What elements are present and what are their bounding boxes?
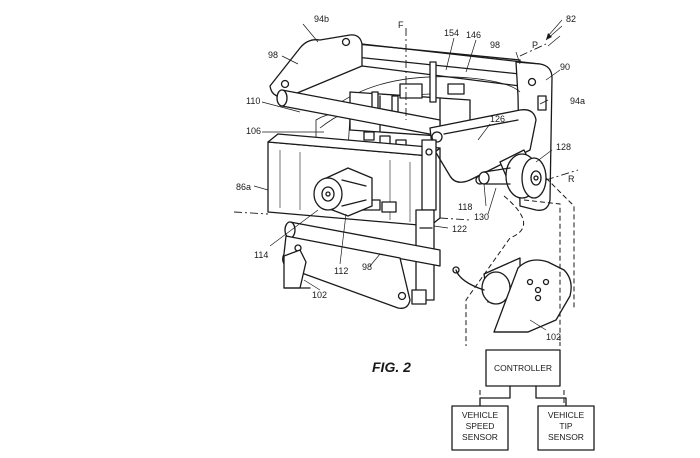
axis-letter-p: P bbox=[532, 40, 538, 50]
axis-letters: F P R bbox=[398, 20, 575, 184]
numeral-98-top-left: 98 bbox=[268, 50, 278, 60]
numeral-102-right: 102 bbox=[546, 332, 561, 342]
numeral-82: 82 bbox=[566, 14, 576, 24]
sensor-line: SENSOR bbox=[548, 432, 584, 442]
controller-label: CONTROLLER bbox=[494, 363, 552, 373]
numeral-154: 154 bbox=[444, 28, 459, 38]
axis-lines bbox=[233, 28, 579, 221]
link-arm bbox=[429, 109, 537, 185]
numeral-118: 118 bbox=[458, 202, 472, 212]
wiring bbox=[465, 177, 575, 408]
sensor-line: VEHICLE bbox=[462, 410, 499, 420]
numeral-98-bottom: 98 bbox=[362, 262, 372, 272]
sensor-line: VEHICLE bbox=[548, 410, 585, 420]
numeral-94a: 94a bbox=[570, 96, 585, 106]
controller-box bbox=[485, 349, 561, 387]
vehicle-speed-sensor: VEHICLE SPEED SENSOR bbox=[451, 405, 509, 451]
motor-114 bbox=[313, 167, 373, 217]
numeral-114: 114 bbox=[254, 250, 268, 260]
reference-arrow-82 bbox=[545, 25, 563, 41]
vehicle-speed-sensor-box bbox=[451, 405, 509, 451]
reference-numerals: 82 90 94a 94b 98 98 98 154 146 110 106 1… bbox=[236, 14, 585, 342]
numeral-98-top-right: 98 bbox=[490, 40, 500, 50]
vehicle-tip-sensor-box bbox=[537, 405, 595, 451]
numeral-126: 126 bbox=[490, 114, 505, 124]
leader-lines bbox=[253, 19, 563, 331]
numeral-146: 146 bbox=[466, 30, 481, 40]
sensor-connectors bbox=[479, 385, 567, 407]
vehicle-tip-sensor: VEHICLE TIP SENSOR bbox=[537, 405, 595, 451]
numeral-122: 122 bbox=[452, 224, 467, 234]
numeral-130: 130 bbox=[474, 212, 489, 222]
axis-letter-f: F bbox=[398, 20, 404, 30]
figure-label: FIG. 2 bbox=[372, 359, 411, 375]
sensor-line: TIP bbox=[559, 421, 573, 431]
numeral-110: 110 bbox=[246, 96, 260, 106]
controller-block: CONTROLLER bbox=[485, 349, 561, 387]
axis-letter-r: R bbox=[568, 174, 575, 184]
lower-motor-mount bbox=[452, 257, 572, 333]
numeral-106: 106 bbox=[246, 126, 261, 136]
lower-frame bbox=[282, 221, 441, 309]
numeral-86a: 86a bbox=[236, 182, 251, 192]
numeral-102-left: 102 bbox=[312, 290, 327, 300]
wheel-128 bbox=[478, 149, 547, 199]
sensor-line: SENSOR bbox=[462, 432, 498, 442]
sensor-line: SPEED bbox=[466, 421, 495, 431]
numeral-90: 90 bbox=[560, 62, 570, 72]
numeral-112: 112 bbox=[334, 266, 348, 276]
numeral-128: 128 bbox=[556, 142, 571, 152]
numeral-94b: 94b bbox=[314, 14, 329, 24]
